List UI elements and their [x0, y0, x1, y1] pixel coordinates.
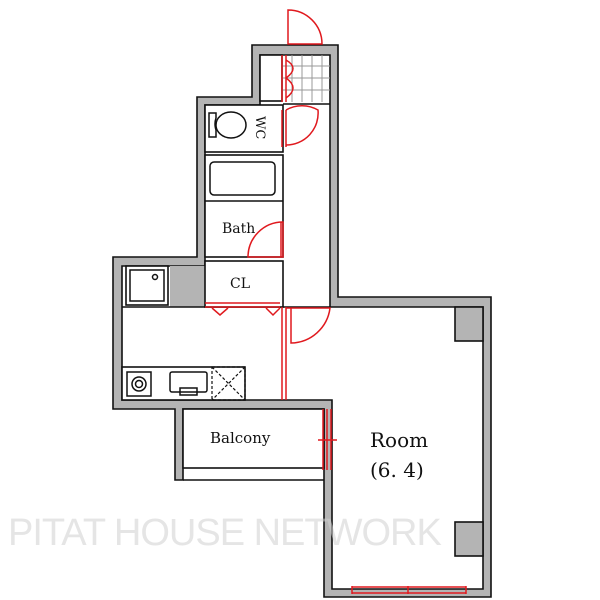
sink-icon [169, 371, 208, 396]
shoe-cabinet [259, 54, 283, 102]
balcony-label: Balcony [210, 429, 271, 447]
bath-label: Bath [222, 221, 255, 237]
washer-space-icon [211, 366, 246, 401]
pillar-top [454, 306, 484, 342]
balcony-area [182, 408, 325, 469]
kitchen-wall-fill [170, 266, 205, 307]
stove-icon [126, 371, 152, 397]
room-size-label: (6. 4) [370, 458, 424, 482]
wc-label: WC [252, 116, 267, 139]
bathtub-icon [209, 161, 276, 196]
watermark: PITAT HOUSE NETWORK [8, 512, 441, 554]
doors-and-windows [205, 9, 467, 594]
wc-room [204, 104, 284, 153]
fridge-icon [125, 265, 169, 306]
closet-label: CL [230, 276, 250, 292]
entry-tiles [283, 55, 330, 102]
pillar-bottom [454, 521, 484, 557]
bath-room [204, 154, 284, 258]
toilet-icon [208, 111, 247, 139]
interior-space [121, 54, 484, 590]
room-label: Room [370, 428, 428, 452]
